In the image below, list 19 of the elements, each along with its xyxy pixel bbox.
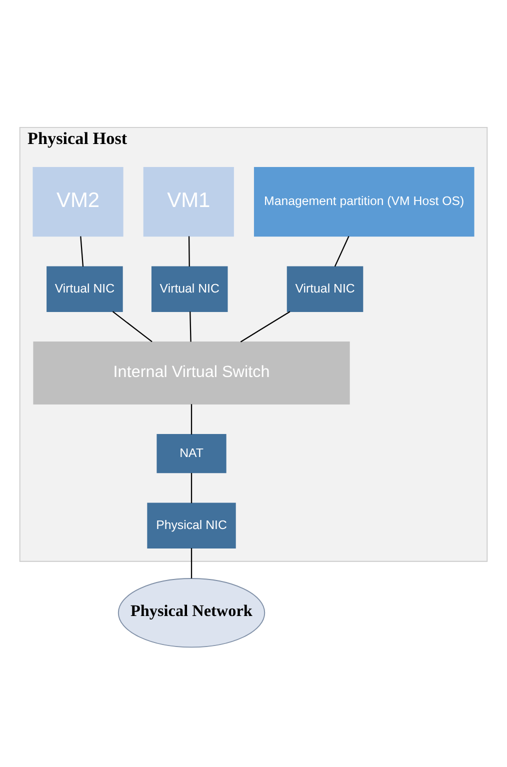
node-box: VM1: [143, 167, 234, 237]
node-box: Virtual NIC: [286, 266, 364, 312]
node-box: Physical NIC: [147, 502, 236, 548]
connector: [190, 404, 192, 434]
connector: [112, 311, 152, 342]
connector: [334, 236, 350, 267]
node-box: Internal Virtual Switch: [33, 342, 350, 404]
node-box: Management partition (VM Host OS): [254, 167, 474, 237]
connector: [190, 472, 192, 504]
node-box: NAT: [156, 434, 226, 474]
connector: [190, 312, 192, 342]
node-ellipse: Physical Network: [118, 578, 266, 648]
connector: [190, 548, 192, 578]
connector: [80, 236, 84, 267]
node-box: VM2: [32, 167, 124, 237]
connector: [188, 236, 190, 267]
node-box: Virtual NIC: [151, 266, 228, 312]
node-box: Virtual NIC: [46, 266, 123, 312]
connector: [240, 311, 290, 342]
